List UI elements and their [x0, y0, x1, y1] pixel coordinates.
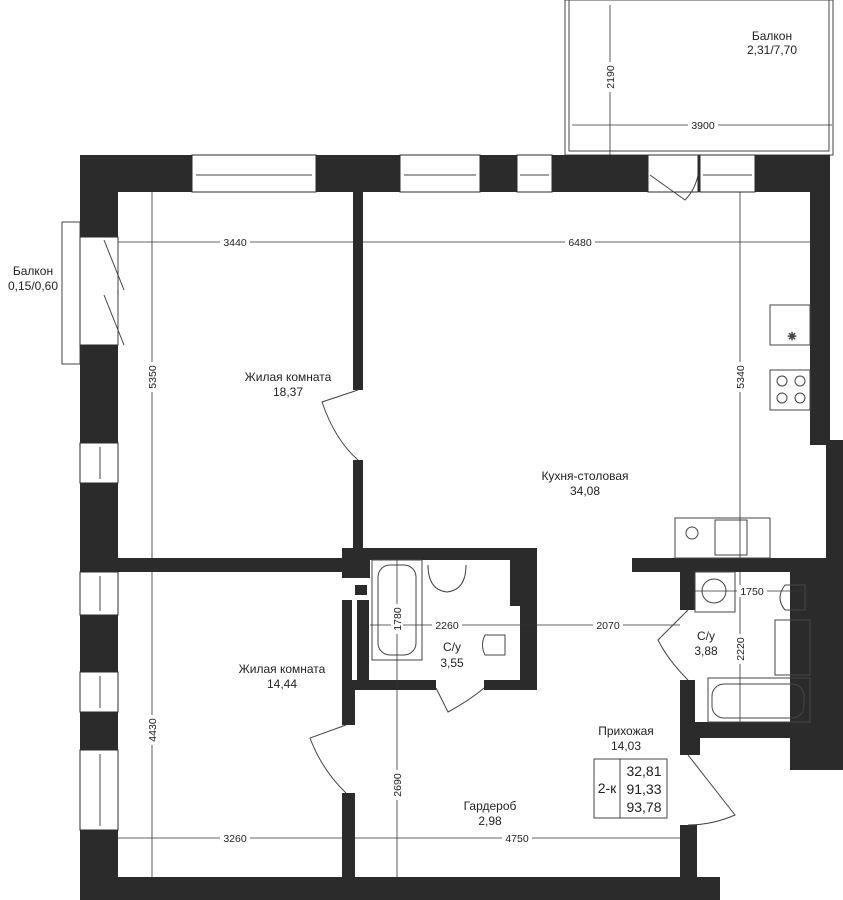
living-room-2-name: Жилая комната — [239, 662, 326, 676]
dim-room1-depth: 5350 — [147, 365, 159, 389]
bathroom-2-area: 3,88 — [694, 644, 718, 658]
bathroom-1-name: С/у — [443, 640, 461, 654]
dim-room2-depth: 4430 — [147, 718, 159, 742]
balcony-left-area: 0,15/0,60 — [8, 279, 58, 293]
living-room-1-area: 18,37 — [273, 385, 303, 399]
bathroom-1-area: 3,55 — [440, 656, 464, 670]
doors — [103, 174, 736, 826]
area-summary: 2-к 32,81 91,33 93,78 — [593, 758, 668, 819]
dim-bath1-tub: 1780 — [392, 607, 404, 631]
dim-balcony-width: 3900 — [691, 120, 715, 132]
total-area: 91,33 — [626, 781, 661, 797]
living-area: 32,81 — [626, 763, 661, 779]
dim-kitchen-depth: 5340 — [735, 365, 747, 389]
kitchen-area: 34,08 — [570, 484, 600, 498]
walls — [80, 155, 843, 900]
dim-bath1-width: 2260 — [435, 620, 459, 632]
dim-hall-width: 2070 — [596, 620, 620, 632]
dimension-lines — [118, 192, 810, 877]
living-room-1-name: Жилая комната — [245, 370, 332, 384]
dimension-labels: 3440 6480 5350 5340 2260 1780 2070 1750 … — [146, 236, 767, 845]
wardrobe-name: Гардероб — [464, 799, 517, 813]
dim-room2-width: 3260 — [223, 833, 247, 845]
hallway-name: Прихожая — [598, 724, 654, 738]
balcony-top-name: Балкон — [752, 29, 792, 43]
dim-balcony-depth: 2190 — [605, 65, 617, 89]
balcony-top-area: 2,31/7,70 — [747, 43, 797, 57]
dim-hall-length: 4750 — [505, 833, 529, 845]
hallway-area: 14,03 — [611, 739, 641, 753]
kitchen-name: Кухня-столовая — [541, 469, 628, 483]
bathroom-2-name: С/у — [697, 629, 715, 643]
balcony-left-name: Балкон — [13, 264, 53, 278]
dim-room1-width: 3440 — [223, 237, 247, 249]
room-labels: Жилая комната 18,37 Кухня-столовая 34,08… — [239, 370, 718, 828]
dim-wardrobe-depth: 2690 — [392, 773, 404, 797]
svg-text:✳: ✳ — [788, 331, 797, 343]
windows — [79, 154, 756, 831]
apartment-type: 2-к — [598, 780, 617, 796]
dim-bath2-depth: 2220 — [735, 637, 747, 661]
living-room-2-area: 14,44 — [267, 677, 297, 691]
dim-bath2-width: 1750 — [740, 586, 764, 598]
balcony-left: Балкон 0,15/0,60 — [8, 221, 81, 365]
total-area-with-balcony: 93,78 — [626, 799, 661, 815]
dim-kitchen-width: 6480 — [568, 237, 592, 249]
wardrobe-area: 2,98 — [478, 814, 502, 828]
balcony-top: 2190 3900 Балкон 2,31/7,70 — [564, 0, 834, 156]
